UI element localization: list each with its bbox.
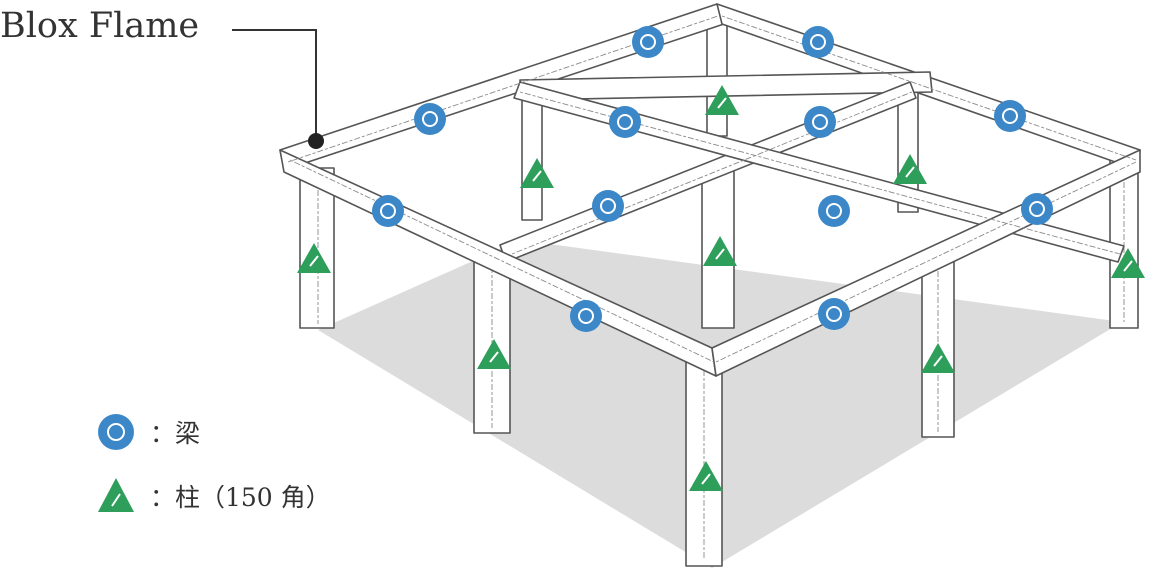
beam-markers: [372, 26, 1053, 332]
callout-anchor-dot: [308, 133, 324, 149]
beam-marker-icon: [818, 195, 850, 227]
callout-label: Blox Flame: [0, 6, 200, 46]
column-marker-icon: [477, 339, 511, 369]
beam-marker-icon: [414, 103, 446, 135]
column-marker-icon: [297, 243, 331, 273]
beam: [513, 81, 1125, 263]
beam-marker-icon: [592, 190, 624, 222]
column-markers: [297, 85, 1145, 491]
column-marker-icon: [705, 85, 739, 115]
column-marker-icon: [689, 461, 723, 491]
column-marker-icon: [893, 154, 927, 184]
column-marker-icon: [98, 478, 134, 512]
beam-marker-icon: [1021, 193, 1053, 225]
column: [521, 94, 543, 221]
legend-label-beam: ：梁: [150, 419, 201, 448]
legend-label-column: ：柱（150 角）: [150, 483, 331, 512]
legend-item-column: ：柱（150 角）: [96, 476, 331, 516]
column-marker-icon: [921, 343, 955, 373]
callout-leader-line: [232, 29, 317, 140]
beam-marker-icon: [609, 106, 641, 138]
beam-marker-icon: [994, 100, 1026, 132]
column: [299, 167, 335, 329]
column-marker-icon: [1111, 248, 1145, 278]
beam-marker-icon: [570, 300, 602, 332]
beam-marker-icon: [98, 414, 134, 450]
beam-marker-icon: [804, 106, 836, 138]
legend-item-beam: ：梁: [96, 412, 200, 452]
column-marker-icon: [520, 158, 554, 188]
beam-marker-icon: [372, 195, 404, 227]
beam-marker-icon: [632, 26, 664, 58]
column-marker-icon: [703, 236, 737, 266]
beam-marker-icon: [818, 298, 850, 330]
beam-marker-icon: [802, 26, 834, 58]
